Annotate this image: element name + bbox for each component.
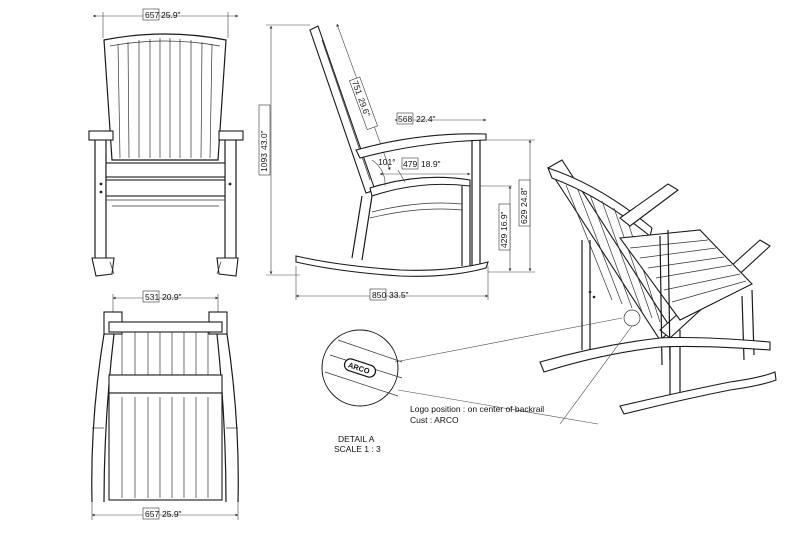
arm-height-in: 24.8" <box>519 187 529 207</box>
arm-depth-in: 22.4" <box>416 114 436 124</box>
isometric-view <box>539 159 777 415</box>
seat-height-in: 16.9" <box>499 211 509 231</box>
front-view: 657 25.9" <box>88 8 244 277</box>
top-width-mm: 657 <box>145 509 159 519</box>
height-mm: 1093 <box>259 153 269 172</box>
back-slats <box>117 38 213 159</box>
depth-mm: 850 <box>372 290 386 300</box>
back-length-mm: 751 <box>350 79 364 96</box>
detail-scale: SCALE 1 : 3 <box>334 444 381 454</box>
logo-note: Logo position : on center of backrail <box>410 404 544 414</box>
back-angle: 101° <box>378 157 396 167</box>
front-width-mm: 657 <box>145 10 159 20</box>
seat-width-mm: 531 <box>145 292 159 302</box>
side-view: 1093 43.0" 751 29.6" 568 22.4" 101° 479 <box>258 23 535 301</box>
top-back-slats <box>121 332 209 375</box>
detail-a: ARCO Logo position : on center of backra… <box>321 317 633 454</box>
customer-note: Cust : ARCO <box>410 415 459 425</box>
top-seat-slats <box>121 397 209 498</box>
seat-depth-in: 18.9" <box>421 159 441 169</box>
seat-depth-mm: 479 <box>403 159 417 169</box>
arm-depth-mm: 568 <box>398 114 412 124</box>
front-width-in: 25.9" <box>161 10 181 20</box>
iso-back-slats <box>565 184 661 323</box>
top-width-in: 25.9" <box>162 509 182 519</box>
top-view: 531 20.9" <box>91 290 239 520</box>
detail-label: DETAIL A <box>338 434 375 444</box>
height-in: 43.0" <box>259 130 269 150</box>
seat-height-mm: 429 <box>499 234 509 248</box>
arm-height-mm: 629 <box>519 210 529 224</box>
depth-in: 33.5" <box>389 290 409 300</box>
seat-width-in: 20.9" <box>162 292 182 302</box>
